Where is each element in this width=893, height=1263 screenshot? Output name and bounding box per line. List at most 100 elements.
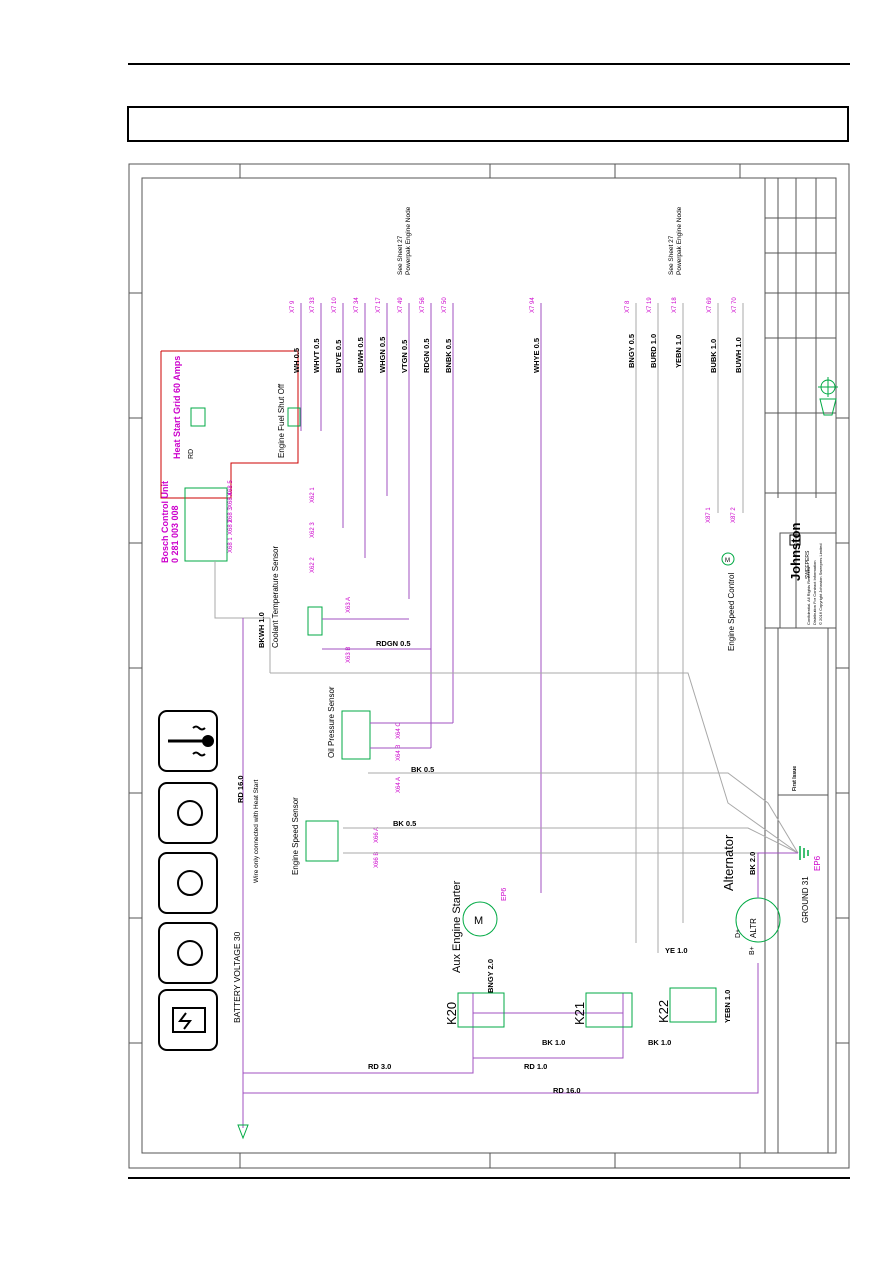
svg-text:WHYE 0.5: WHYE 0.5 — [532, 338, 541, 373]
top-wire-bundle — [300, 303, 744, 953]
svg-text:Johnston: Johnston — [788, 522, 803, 581]
svg-text:© 2016 Copyright Johnston Swee: © 2016 Copyright Johnston Sweepers Limit… — [818, 544, 823, 625]
svg-text:VTGN 0.5: VTGN 0.5 — [400, 340, 409, 373]
svg-text:WHGN 0.5: WHGN 0.5 — [378, 337, 387, 373]
bk20-label: BK 2.0 — [748, 852, 757, 875]
engine-start-plus-icon — [158, 852, 218, 914]
svg-text:X7 34: X7 34 — [354, 297, 360, 313]
svg-text:X7 33: X7 33 — [310, 297, 316, 313]
oil-pressure-icon — [158, 782, 218, 844]
svg-text:BNBK 0.5: BNBK 0.5 — [444, 339, 453, 373]
svg-text:X87 1: X87 1 — [706, 507, 712, 523]
ye10-label: YE 1.0 — [665, 946, 688, 955]
ep6-starter-label: EP6 — [501, 888, 508, 901]
alternator-label: Alternator — [721, 834, 736, 891]
bkwh-label: BKWH 1.0 — [257, 612, 266, 648]
svg-text:WH 0.5: WH 0.5 — [292, 348, 301, 373]
svg-text:X87 2: X87 2 — [731, 507, 737, 523]
frame-ticks — [129, 164, 849, 1168]
bosch-part: 0 281 003 008 — [170, 505, 180, 563]
svg-text:X68 3: X68 3 — [228, 507, 234, 523]
coolant-temperature-icon — [158, 710, 218, 772]
svg-text:BUWH 0.5: BUWH 0.5 — [356, 337, 365, 373]
speed-control-motor — [721, 552, 735, 566]
coolant-temp-sensor — [307, 606, 323, 636]
bk05-oil-label: BK 0.5 — [411, 765, 434, 774]
battery-voltage-label: BATTERY VOLTAGE 30 — [232, 931, 242, 1023]
heat-grid-resistor — [190, 407, 206, 427]
projection-symbol — [818, 377, 838, 416]
d-plus-label: D+ — [735, 929, 742, 938]
x63-labels: X63 A X63 B — [346, 597, 352, 663]
svg-text:See Sheet 27: See Sheet 27 — [397, 235, 404, 275]
svg-text:YEBN 1.0: YEBN 1.0 — [674, 335, 683, 368]
k22-label: K22 — [656, 1000, 671, 1023]
svg-text:X66 B: X66 B — [374, 852, 380, 868]
svg-text:X7 56: X7 56 — [420, 297, 426, 313]
sensor-wires — [322, 618, 453, 749]
relay-k22 — [669, 987, 717, 1023]
bk10-a-label: BK 1.0 — [542, 1038, 565, 1047]
title-box — [127, 106, 849, 142]
wiring-diagram: Johnston SWEEPERS Confidential. All Righ… — [128, 163, 850, 1169]
ground31-label: GROUND 31 — [801, 876, 810, 923]
heat-start-grid-label: Heat Start Grid 60 Amps — [172, 356, 182, 459]
rdgn-lower-label: RDGN 0.5 — [376, 639, 411, 648]
svg-text:X7 9: X7 9 — [290, 300, 296, 313]
svg-text:X66 A: X66 A — [374, 827, 380, 843]
first-issue-label: First Issue — [792, 766, 798, 791]
svg-text:See Sheet 27: See Sheet 27 — [668, 235, 675, 275]
aux-starter-label: Aux Engine Starter — [451, 880, 463, 973]
altr-label: ALTR — [749, 918, 758, 938]
coolant-temp-label: Coolant Temperature Sensor — [271, 546, 280, 648]
bk05-speed-label: BK 0.5 — [393, 819, 416, 828]
ground-wires — [214, 561, 799, 854]
svg-text:X7 18: X7 18 — [672, 297, 678, 313]
engine-speed-sensor-label: Engine Speed Sensor — [291, 797, 300, 875]
relay-k21 — [585, 992, 633, 1028]
x68-labels: X68 1 X68 2 X68 3 X68 4 X68 5 X62 2 X62 … — [228, 480, 316, 573]
engine-speed-sensor — [305, 820, 339, 862]
rd30-label: RD 3.0 — [368, 1062, 391, 1071]
bk10-b-label: BK 1.0 — [648, 1038, 671, 1047]
svg-text:BURD 1.0: BURD 1.0 — [649, 334, 658, 368]
svg-text:X62 2: X62 2 — [310, 557, 316, 573]
rd160-bottom-label: RD 16.0 — [553, 1086, 581, 1095]
svg-text:X68 2: X68 2 — [228, 519, 234, 535]
rd-label: RD — [188, 449, 195, 459]
indicator-icons — [158, 710, 218, 1051]
svg-text:BNGY 0.5: BNGY 0.5 — [627, 334, 636, 368]
svg-text:SWEEPERS: SWEEPERS — [805, 550, 811, 579]
battery-arrow — [237, 1124, 249, 1140]
oil-pressure-label: Oil Pressure Sensor — [327, 686, 336, 758]
svg-text:X7 17: X7 17 — [376, 297, 382, 313]
engine-fuel-shutoff-label: Engine Fuel Shut Off — [277, 383, 286, 458]
battery-wires — [242, 618, 759, 1128]
speed-control-m: M — [725, 558, 730, 564]
svg-text:X64 A: X64 A — [396, 777, 402, 793]
svg-text:X7 70: X7 70 — [732, 297, 738, 313]
svg-text:X68 5: X68 5 — [228, 480, 234, 496]
svg-text:X63 B: X63 B — [346, 647, 352, 663]
svg-text:X7 69: X7 69 — [707, 297, 713, 313]
engine-speed-control-label: Engine Speed Control — [727, 573, 736, 652]
company-notes: Confidential. All Rights Reserved Distri… — [806, 544, 823, 625]
relay-k20 — [457, 992, 505, 1028]
b-plus-label: B+ — [749, 946, 756, 955]
x64-labels: X64 C X64 B X64 A — [396, 722, 402, 793]
svg-text:X7 50: X7 50 — [442, 297, 448, 313]
heat-start-note: Wire only connected with Heat Start — [253, 779, 260, 883]
svg-text:X7 94: X7 94 — [530, 297, 536, 313]
svg-text:X63 A: X63 A — [346, 597, 352, 613]
svg-text:X62 3: X62 3 — [310, 522, 316, 538]
k21-label: K21 — [572, 1002, 587, 1025]
alternator — [735, 897, 781, 943]
yebn10-label: YEBN 1.0 — [723, 990, 732, 1023]
svg-text:Confidential. All Rights Reser: Confidential. All Rights Reserved — [806, 567, 811, 625]
svg-text:Powerpak Engine Node: Powerpak Engine Node — [405, 206, 412, 275]
svg-text:BUBK 1.0: BUBK 1.0 — [709, 339, 718, 373]
svg-text:Powerpak Engine Node: Powerpak Engine Node — [676, 206, 683, 275]
fuel-solenoid — [287, 407, 301, 427]
svg-text:X7 8: X7 8 — [625, 300, 631, 313]
rd10-label: RD 1.0 — [524, 1062, 547, 1071]
